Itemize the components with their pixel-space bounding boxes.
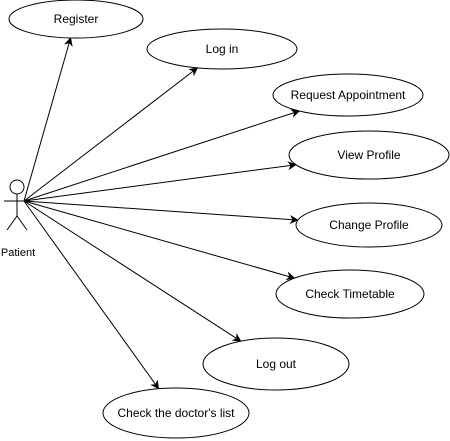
actor-left-leg — [6, 215, 18, 231]
association-check-doctors-list — [23, 200, 160, 390]
association-log-out — [23, 200, 242, 342]
actor-name: Patient — [1, 247, 35, 259]
use-case-request-appointment: Request Appointment — [272, 73, 424, 117]
association-lines — [23, 37, 301, 390]
actor-patient: Patient — [1, 179, 35, 259]
actor-head — [9, 179, 25, 195]
use-case-label: Log in — [206, 42, 239, 56]
use-case-register: Register — [8, 0, 144, 39]
association-change-profile — [23, 200, 299, 225]
use-case-label: Log out — [256, 357, 297, 371]
use-case-log-out: Log out — [202, 337, 350, 391]
association-log-in — [23, 67, 199, 202]
use-case-check-doctors-list: Check the doctor's list — [102, 387, 250, 439]
association-check-timetable — [23, 200, 296, 281]
use-case-label: Change Profile — [329, 218, 409, 232]
use-case-change-profile: Change Profile — [295, 202, 443, 248]
use-case-label: Request Appointment — [291, 88, 406, 102]
use-case-check-timetable: Check Timetable — [275, 269, 425, 319]
use-case-label: Check the doctor's list — [117, 406, 235, 420]
association-view-profile — [23, 161, 297, 202]
association-request-appointment — [23, 109, 301, 202]
use-case-label: View Profile — [337, 148, 400, 162]
use-case-view-profile: View Profile — [288, 130, 450, 180]
association-register — [23, 37, 73, 202]
use-case-label: Check Timetable — [305, 287, 395, 301]
actor-right-leg — [16, 215, 28, 231]
use-case-log-in: Log in — [146, 28, 298, 70]
use-case-label: Register — [54, 12, 99, 26]
